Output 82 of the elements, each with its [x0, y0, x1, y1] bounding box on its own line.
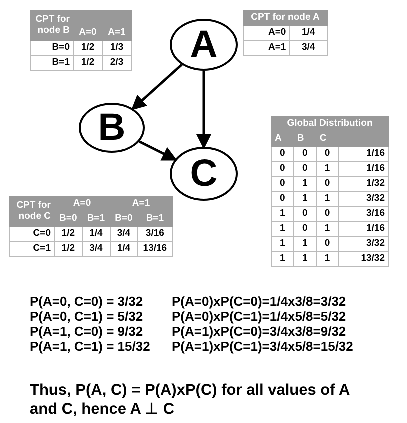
table-cell: 1	[272, 236, 294, 252]
equation: P(A=1, C=0) = 9/32	[30, 324, 144, 339]
header-cell: B=1	[82, 212, 110, 226]
equation: P(A=0)xP(C=1)=1/4x5/8=5/32	[172, 309, 346, 324]
table-cell: 1/2	[74, 40, 102, 56]
table-cell: 3/4	[290, 40, 328, 56]
arrow	[196, 71, 212, 150]
equation: P(A=0, C=1) = 5/32	[30, 309, 144, 324]
equation: P(A=0, C=0) = 3/32	[30, 294, 144, 309]
equation: P(A=1)xP(C=1)=3/4x5/8=15/32	[172, 339, 354, 354]
header-cell: B=1	[138, 212, 172, 226]
node-label: B	[98, 109, 126, 147]
header-cell: B=0	[110, 212, 138, 226]
node-label: A	[190, 26, 218, 64]
table-cell: C=1	[10, 242, 54, 256]
table-cell: 0	[294, 222, 316, 236]
table-cell: 2/3	[102, 56, 132, 70]
table-cell: 1/32	[338, 176, 388, 192]
table-cell: 3/16	[138, 226, 172, 242]
table-cell: 3/32	[338, 192, 388, 206]
table-cell: 1	[272, 222, 294, 236]
header-cell: A=1	[102, 26, 132, 40]
table-cell: 0	[272, 162, 294, 176]
table-cell: 1/16	[338, 162, 388, 176]
node-ellipse	[170, 147, 238, 201]
table-cell: 1	[316, 192, 339, 206]
table-cell: 1/4	[110, 242, 138, 256]
table-cell: 1/16	[338, 146, 388, 162]
header-cell: Global Distribution	[272, 116, 388, 132]
table-cell: 1/2	[74, 56, 102, 70]
table-cell: 1	[272, 252, 294, 266]
table-cell: 0	[272, 192, 294, 206]
table-cell: 1/4	[82, 226, 110, 242]
table-cell: 3/4	[82, 242, 110, 256]
arrow	[131, 64, 183, 111]
table-cell: 0	[316, 236, 339, 252]
table-cell: 1/2	[54, 242, 82, 256]
table-cell: 1/4	[290, 26, 328, 40]
table-cell: 0	[316, 176, 339, 192]
table-cell: C=0	[10, 226, 54, 242]
table-cell: 3/4	[110, 226, 138, 242]
table-cell: 0	[272, 176, 294, 192]
table-cell: 1	[294, 192, 316, 206]
header-cell: CPT for node C	[10, 196, 54, 226]
table-cell: 13/32	[338, 252, 388, 266]
equation: P(A=1)xP(C=0)=3/4x3/8=9/32	[172, 324, 346, 339]
table-cell: 13/16	[138, 242, 172, 256]
table-cell: A=0	[244, 26, 290, 40]
table-cell: B=1	[30, 56, 74, 70]
node-ellipse	[79, 103, 145, 153]
equation: P(A=0)xP(C=0)=1/4x3/8=3/32	[172, 294, 346, 309]
table-cell: 0	[272, 146, 294, 162]
header-cell: A=1	[110, 196, 172, 212]
table-cell: B=0	[30, 40, 74, 56]
equation: P(A=1, C=1) = 15/32	[30, 339, 150, 354]
table-cell: 1	[272, 206, 294, 222]
table-cell: 1	[294, 176, 316, 192]
table-cell: 0	[316, 206, 339, 222]
table-cell: 1/16	[338, 222, 388, 236]
table-cell: 1/3	[102, 40, 132, 56]
conclusion-text: Thus, P(A, C) = P(A)xP(C) for all values of A and C, hence A ⊥ C	[30, 381, 351, 419]
table-cell: 1	[294, 236, 316, 252]
table-cell: 0	[294, 206, 316, 222]
table-cell: 1	[294, 252, 316, 266]
table-cell: 0	[294, 146, 316, 162]
header-cell: B=0	[54, 212, 82, 226]
table-cell: 0	[316, 146, 339, 162]
table-cell: 1	[316, 222, 339, 236]
header-cell: A=0	[54, 196, 110, 212]
arrow	[138, 140, 178, 161]
table-cell: 1	[316, 252, 339, 266]
header-cell: A=0	[74, 26, 102, 40]
table-cell: 3/32	[338, 236, 388, 252]
table-cell: 1/2	[54, 226, 82, 242]
header-cell: CPT for node B	[30, 10, 74, 40]
header-cell: A	[272, 132, 294, 146]
table-cell: 1	[316, 162, 339, 176]
table-cell: 3/16	[338, 206, 388, 222]
table-cell: A=1	[244, 40, 290, 56]
header-cell: CPT for node A	[244, 10, 328, 26]
node-label: C	[190, 155, 218, 193]
table-cell: 0	[294, 162, 316, 176]
